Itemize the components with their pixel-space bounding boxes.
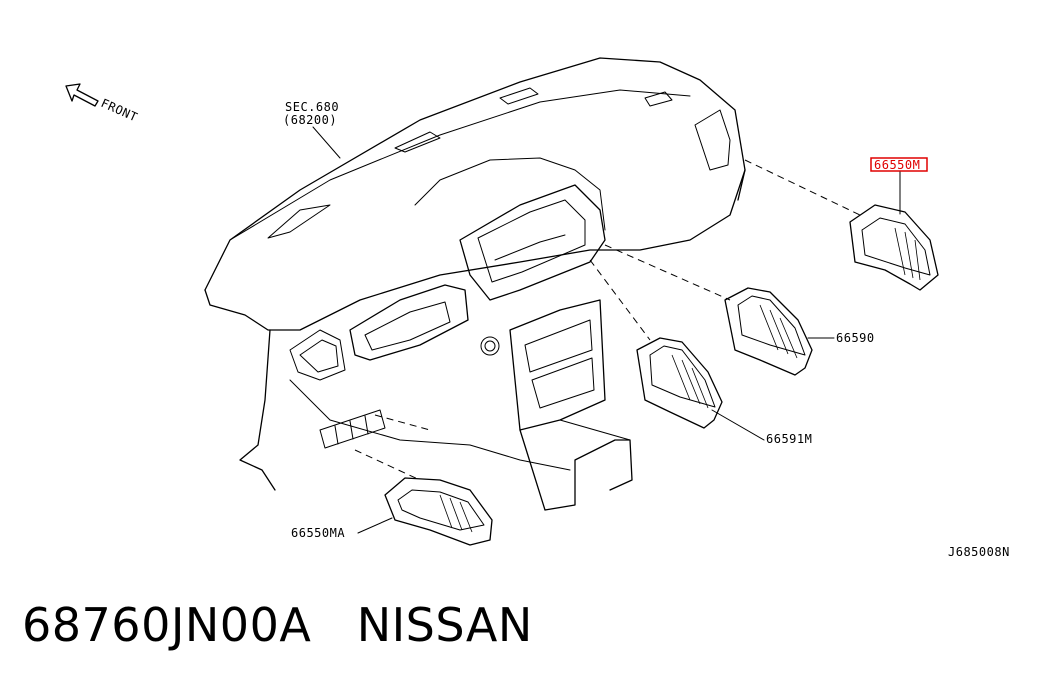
vent-66550MA bbox=[384, 477, 493, 546]
front-label: FRONT bbox=[99, 96, 140, 124]
highlight-box bbox=[870, 157, 928, 172]
dashboard-assembly bbox=[204, 57, 746, 511]
part-label-66591M: 66591M bbox=[766, 432, 812, 446]
part-number: 68760JN00A bbox=[22, 598, 312, 652]
brand-name: NISSAN bbox=[356, 598, 533, 652]
part-label-66550MA: 66550MA bbox=[291, 526, 345, 540]
part-label-66590: 66590 bbox=[836, 331, 875, 345]
section-sub-label: (68200) bbox=[283, 113, 337, 127]
part-label-66550M: 66550M bbox=[874, 158, 920, 172]
vent-66590 bbox=[724, 287, 813, 376]
section-ref-label: SEC.680 bbox=[285, 100, 339, 114]
vent-66550M bbox=[849, 204, 939, 291]
vent-66591M bbox=[636, 337, 723, 429]
front-arrow-icon bbox=[65, 83, 99, 107]
drawing-code: J685008N bbox=[948, 545, 1010, 559]
part-caption: 68760JN00A NISSAN bbox=[22, 598, 533, 652]
